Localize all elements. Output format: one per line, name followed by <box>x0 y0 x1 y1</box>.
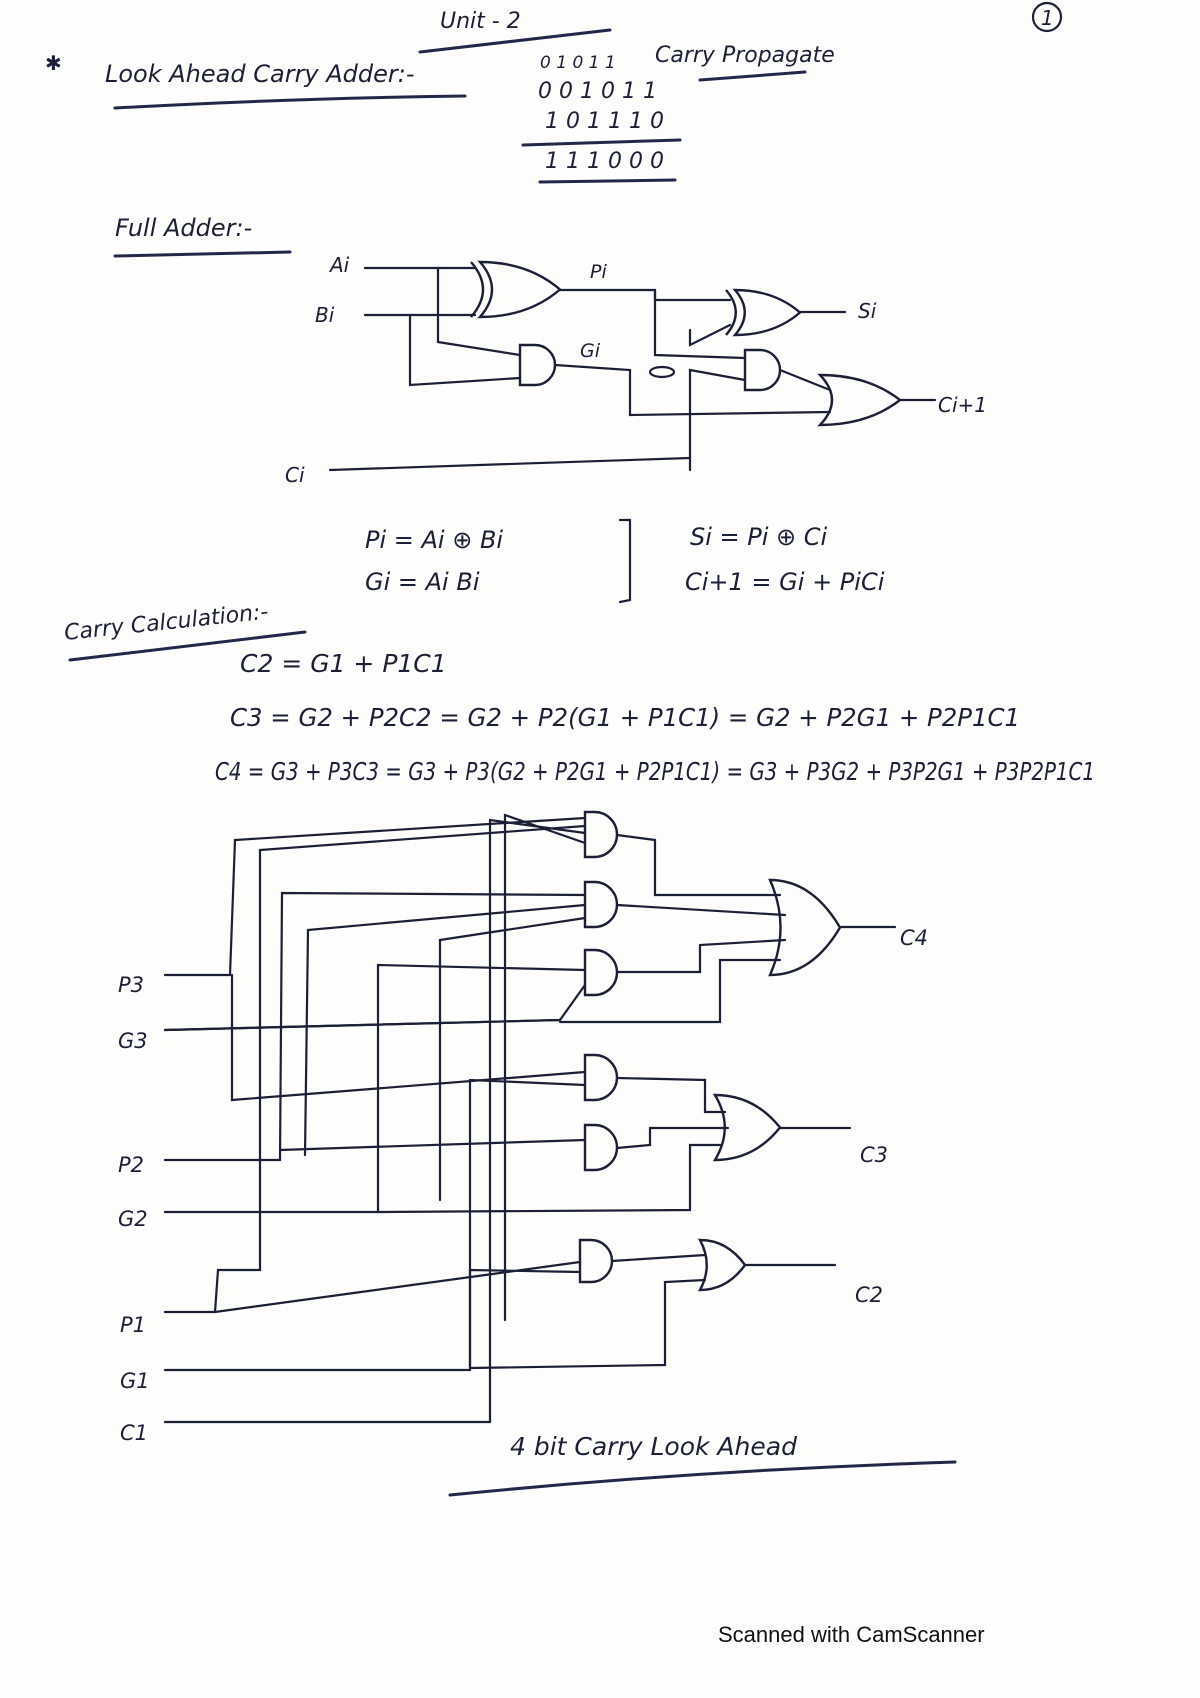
unit-underline <box>418 28 612 54</box>
page-title: Look Ahead Carry Adder:- <box>105 60 415 88</box>
bracket <box>618 518 632 604</box>
output-si: Si <box>858 299 877 323</box>
wire-and1-or <box>615 833 782 897</box>
full-adder-wires <box>328 260 937 472</box>
wire-p2-and2 <box>303 903 587 1157</box>
wire-g1-or <box>468 1278 707 1370</box>
star-bullet: ✱ <box>45 51 62 75</box>
input-g1: G1 <box>120 1369 150 1393</box>
and-gate-c3-1 <box>583 1053 619 1102</box>
and-gate-c4-2 <box>583 880 619 929</box>
wire-g1-c3 <box>468 1078 587 1370</box>
eq-carry: Ci+1 = Gi + PiCi <box>685 568 885 596</box>
wire-gi <box>553 363 832 417</box>
cla-caption: 4 bit Carry Look Ahead <box>510 1432 797 1461</box>
sum-underline <box>538 178 677 184</box>
xor-gate-pi-arc <box>470 261 485 318</box>
camscanner-watermark: Scanned with CamScanner <box>718 1622 985 1647</box>
input-g2: G2 <box>118 1207 148 1231</box>
or-gate-c4 <box>768 878 842 977</box>
input-g3: G3 <box>118 1029 148 1053</box>
output-c3: C3 <box>860 1143 888 1167</box>
carry-propagate-underline <box>698 70 807 82</box>
wire-pi <box>558 288 732 302</box>
wire-g3-or <box>558 958 782 1024</box>
eq-generate: Gi = Ai Bi <box>365 568 480 596</box>
output-ci1: Ci+1 <box>938 393 987 417</box>
and-gate-c4-1 <box>583 810 619 859</box>
wire-c1-b <box>503 813 587 1322</box>
crossover-scribble <box>648 365 676 379</box>
wire-c3and1-or <box>615 1076 727 1114</box>
input-p1: P1 <box>120 1313 146 1337</box>
unit-label: Unit - 2 <box>440 9 521 34</box>
and-gate-gi <box>518 343 557 387</box>
full-adder-underline <box>113 250 292 258</box>
and-gate-c2-1 <box>578 1238 614 1284</box>
output-c2: C2 <box>855 1283 883 1307</box>
wire-ci-to-xor <box>688 323 732 347</box>
eq-c2: C2 = G1 + P1C1 <box>240 649 447 678</box>
carry-propagate-label: Carry Propagate <box>655 43 835 68</box>
eq-c4: C4 = G3 + P3C3 = G3 + P3(G2 + P2G1 + P2P… <box>215 757 1095 786</box>
wire-pi-to-and <box>653 288 747 360</box>
binary-row-2: 1 0 1 1 1 0 <box>545 109 664 134</box>
title-underline <box>113 94 467 110</box>
wire-ci <box>328 456 692 472</box>
wire-c2and-or <box>610 1253 707 1263</box>
page-number-circle <box>1031 1 1063 33</box>
wire-ci-to-and <box>688 368 747 472</box>
wire-c1 <box>488 818 587 1424</box>
carry-calc-underline <box>68 630 307 662</box>
eq-sum: Si = Pi ⊕ Ci <box>690 523 828 551</box>
sum-line <box>521 138 682 147</box>
wire-g2-or <box>376 1143 724 1214</box>
wire-gi-label: Gi <box>580 340 601 362</box>
binary-sum: 1 1 1 0 0 0 <box>545 149 664 174</box>
or-gate-carry <box>817 373 902 427</box>
binary-carry: 0 1 0 1 1 <box>540 53 616 73</box>
wire-p2 <box>278 891 587 1162</box>
eq-c3: C3 = G2 + P2C2 = G2 + P2(G1 + P1C1) = G2… <box>230 703 1020 732</box>
input-p2: P2 <box>118 1153 144 1177</box>
wire-bi-to-and <box>408 313 522 387</box>
binary-row-1: 0 0 1 0 1 1 <box>538 79 657 104</box>
wire-g2 <box>376 963 587 1214</box>
input-p3: P3 <box>118 973 144 997</box>
wire-p1-c2 <box>213 1260 582 1314</box>
xor-gate-pi <box>477 260 562 319</box>
and-gate-c4-3 <box>583 948 619 997</box>
wire-c3and2-or <box>615 1126 730 1150</box>
eq-propagate: Pi = Ai ⊕ Bi <box>365 526 503 554</box>
input-bi: Bi <box>315 303 335 327</box>
caption-underline <box>448 1460 957 1497</box>
and-gate-pici <box>743 348 782 392</box>
full-adder-heading: Full Adder:- <box>115 214 252 242</box>
wire-and2-or <box>615 903 787 917</box>
output-c4: C4 <box>900 926 928 950</box>
xor-gate-si-arc <box>725 289 737 336</box>
and-gate-c3-2 <box>583 1123 619 1172</box>
input-c1: C1 <box>120 1421 148 1445</box>
input-ci: Ci <box>285 463 305 487</box>
wire-g1-c2 <box>468 1268 582 1372</box>
wire-p1 <box>213 824 587 1314</box>
wire-g1 <box>438 916 587 1202</box>
xor-gate-si <box>732 288 802 337</box>
wire-pi-label: Pi <box>590 261 607 283</box>
wire-and3-or <box>615 938 787 974</box>
input-ai: Ai <box>328 253 350 277</box>
page-number: 1 <box>1041 6 1054 30</box>
wire-pici <box>778 368 832 392</box>
wire-g3 <box>163 983 587 1032</box>
cla-circuit-wires <box>163 810 897 1424</box>
wire-p2-c3 <box>278 1138 587 1152</box>
or-gate-c2 <box>697 1238 747 1292</box>
wire-p3-c3 <box>230 973 587 1102</box>
wire-ai-to-and <box>436 266 522 357</box>
wire-p3-and1 <box>228 816 587 977</box>
